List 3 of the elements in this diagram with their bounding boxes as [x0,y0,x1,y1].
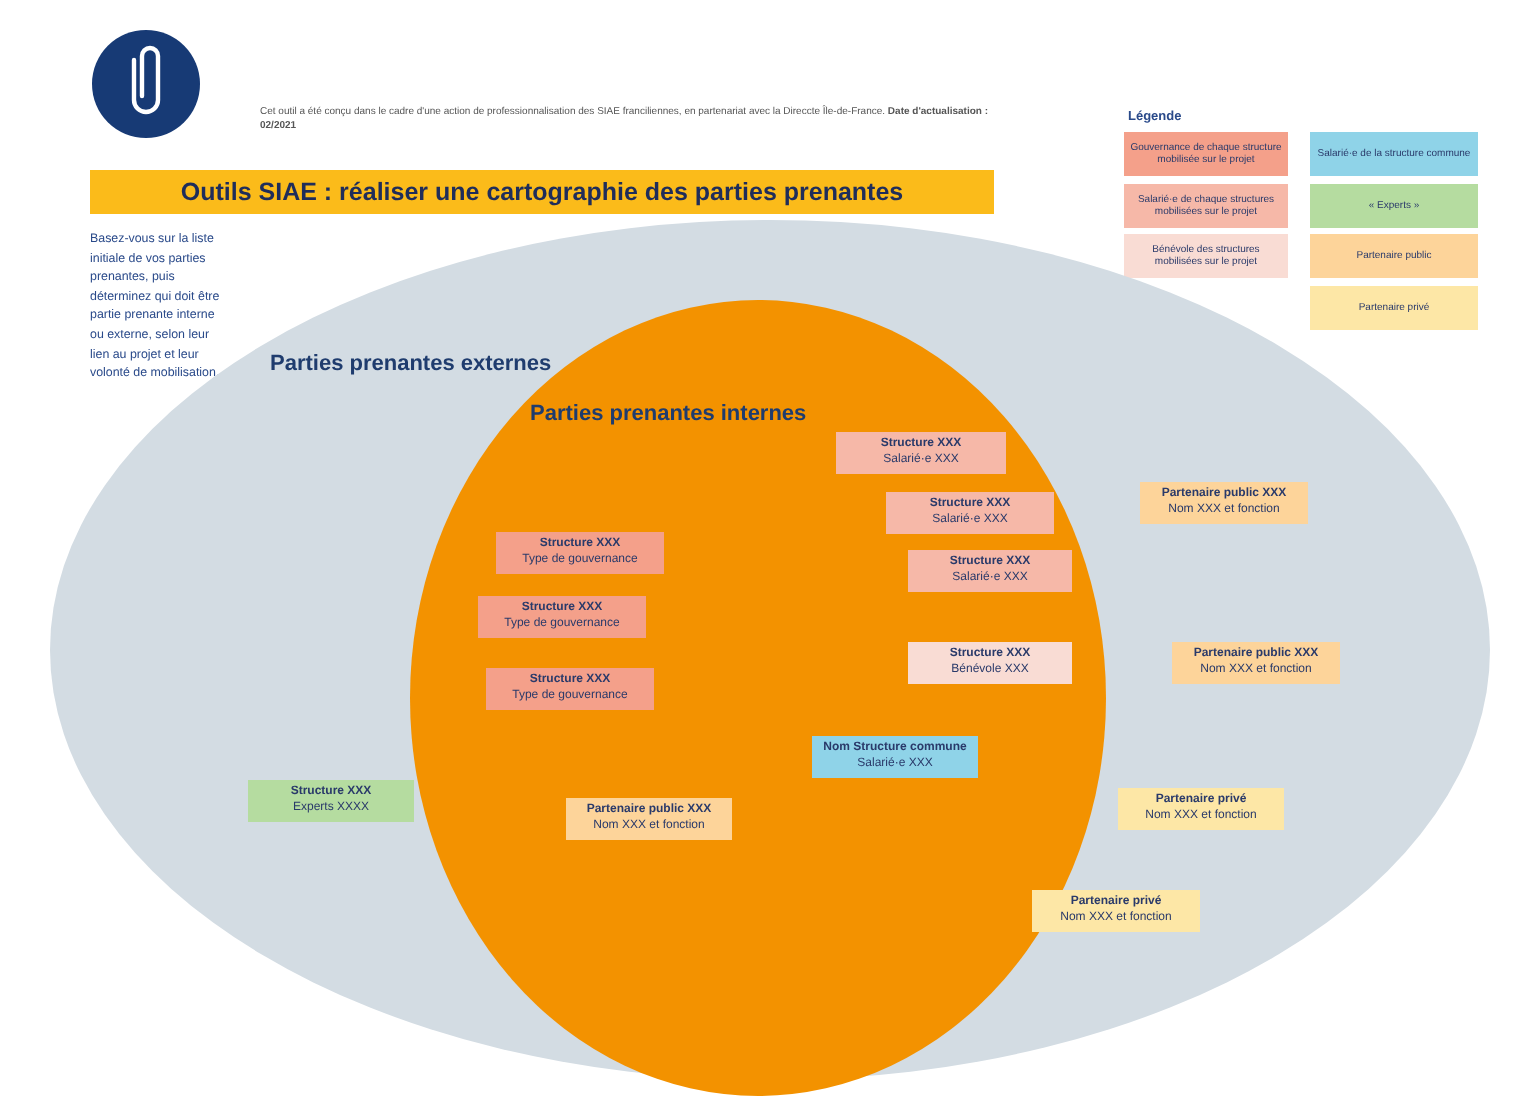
zone-title: Parties prenantes externes [270,352,552,376]
zone-title: Parties prenantes internes [530,402,807,426]
title-banner: Outils SIAE : réaliser une cartographie des parties prenantes [90,170,994,214]
